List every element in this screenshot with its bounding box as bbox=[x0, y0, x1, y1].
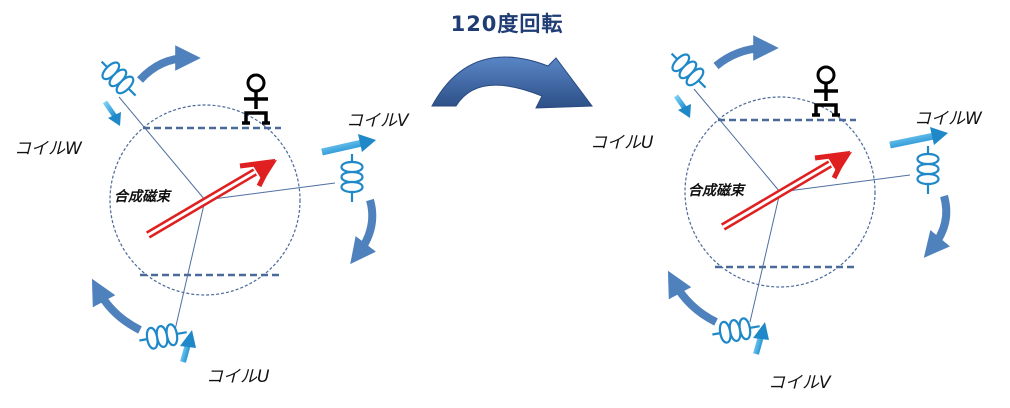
flux-label-right: 合成磁束 bbox=[688, 183, 744, 199]
rotation-arrow-icon bbox=[137, 45, 201, 83]
rotation-title: 120度回転 bbox=[450, 12, 564, 36]
current-arrow-icon bbox=[889, 132, 935, 149]
coil-right-label-left: コイルV bbox=[346, 111, 409, 131]
coil-icon bbox=[93, 53, 145, 105]
coil-icon bbox=[340, 152, 364, 204]
coil-top-label-left: コイルW bbox=[14, 139, 82, 159]
right-panel bbox=[685, 89, 910, 322]
current-arrow-icon bbox=[321, 139, 363, 156]
left-panel bbox=[110, 97, 335, 330]
rotation-arrow-icon bbox=[91, 278, 142, 334]
coil-icon bbox=[663, 45, 715, 97]
stick-figure-icon bbox=[810, 65, 842, 117]
current-arrow-icon bbox=[753, 335, 764, 355]
rotation-arrow-icon bbox=[350, 198, 377, 265]
coil-bottom-label-right: コイルV bbox=[768, 373, 831, 393]
coil-right-label-right: コイルW bbox=[914, 109, 982, 129]
coil-top-label-right: コイルU bbox=[590, 133, 654, 153]
stick-figure-icon bbox=[240, 73, 272, 125]
rotation-arrow-icon bbox=[713, 35, 779, 70]
coil-icon bbox=[916, 144, 940, 196]
rotation-arrow-icon bbox=[667, 270, 718, 326]
flux-label-left: 合成磁束 bbox=[114, 189, 170, 205]
rotation-120-arrow-icon bbox=[431, 56, 593, 109]
rotation-arrow-icon bbox=[923, 194, 951, 258]
coil-icon bbox=[709, 314, 763, 346]
current-arrow-icon bbox=[180, 343, 191, 363]
coil-bottom-label-left: コイルU bbox=[206, 367, 270, 387]
coil-icon bbox=[136, 320, 190, 352]
